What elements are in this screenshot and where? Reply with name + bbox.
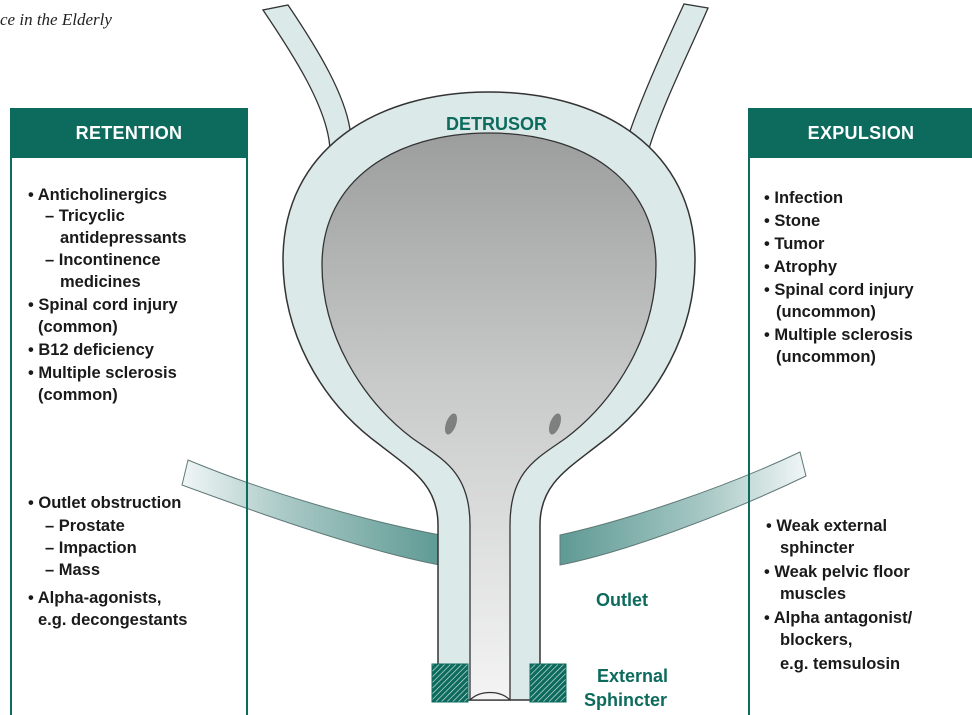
- expulsion-item: muscles: [780, 584, 846, 605]
- retention-item: • Anticholinergics: [28, 185, 167, 206]
- expulsion-item: • Multiple sclerosis: [764, 325, 913, 346]
- retention-panel: RETENTION • Anticholinergics – Tricyclic…: [10, 108, 248, 715]
- retention-item: e.g. decongestants: [38, 610, 187, 631]
- expulsion-item: (uncommon): [776, 302, 876, 323]
- expulsion-item: blockers,: [780, 630, 852, 651]
- retention-item: – Tricyclic: [45, 206, 125, 227]
- expulsion-item: • Spinal cord injury: [764, 280, 914, 301]
- retention-item: – Prostate: [45, 516, 125, 537]
- expulsion-header: EXPULSION: [750, 108, 972, 158]
- retention-item: • Outlet obstruction: [28, 493, 181, 514]
- expulsion-item: • Infection: [764, 188, 843, 209]
- retention-item: – Mass: [45, 560, 100, 581]
- retention-item: antidepressants: [60, 228, 187, 249]
- right-external-sphincter: [530, 664, 566, 702]
- retention-item: – Impaction: [45, 538, 137, 559]
- retention-item: • Spinal cord injury: [28, 295, 178, 316]
- expulsion-item: sphincter: [780, 538, 854, 559]
- expulsion-item: • Alpha antagonist/: [764, 608, 912, 629]
- expulsion-item: • Stone: [764, 211, 820, 232]
- retention-item: (common): [38, 385, 118, 406]
- outlet-label: Outlet: [596, 590, 648, 611]
- expulsion-item: • Atrophy: [764, 257, 837, 278]
- retention-item: • Multiple sclerosis: [28, 363, 177, 384]
- sphincter-label-line1: External: [597, 666, 668, 687]
- expulsion-panel: EXPULSION • Infection • Stone • Tumor • …: [748, 108, 972, 715]
- expulsion-item: • Weak pelvic floor: [764, 562, 910, 583]
- retention-item: medicines: [60, 272, 141, 293]
- expulsion-item: (uncommon): [776, 347, 876, 368]
- left-ureter: [263, 5, 351, 152]
- retention-item: • Alpha-agonists,: [28, 588, 162, 609]
- expulsion-item: • Tumor: [764, 234, 824, 255]
- retention-header: RETENTION: [12, 108, 246, 158]
- retention-item: – Incontinence: [45, 250, 161, 271]
- expulsion-item: e.g. temsulosin: [780, 654, 900, 675]
- retention-item: (common): [38, 317, 118, 338]
- sphincter-label-line2: Sphincter: [584, 690, 667, 711]
- right-ureter: [627, 4, 708, 152]
- left-external-sphincter: [432, 664, 468, 702]
- retention-item: • B12 deficiency: [28, 340, 154, 361]
- expulsion-item: • Weak external: [766, 516, 887, 537]
- detrusor-label: DETRUSOR: [446, 114, 547, 135]
